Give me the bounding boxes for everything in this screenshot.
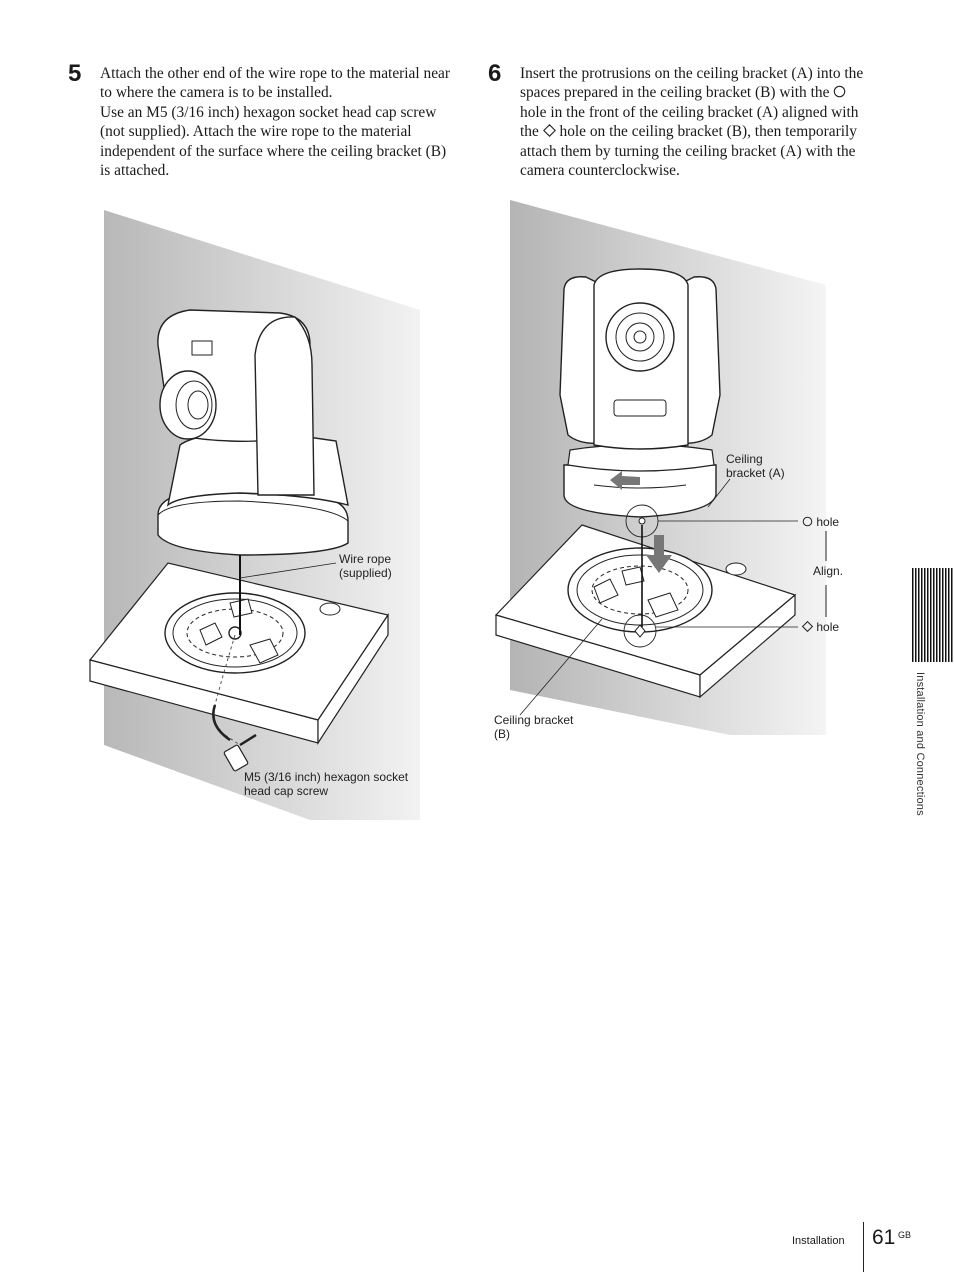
footer-divider [863,1222,864,1272]
diamond-hole-label: hole [801,620,839,634]
circle-hole-label: hole [802,515,839,529]
step-6-text-b: hole in the front of the ceiling bracket… [520,103,859,141]
wire-rope-label: Wire rope (supplied) [339,552,392,580]
footer-section-name: Installation [792,1235,845,1247]
align-label: Align. [813,564,844,578]
page-language-suffix: GB [898,1230,912,1240]
figure-wire-rope-illustration [88,210,420,820]
circle-hole-icon [834,86,846,98]
step-5-text: Attach the other end of the wire rope to… [100,64,450,180]
figure-bracket-alignment-illustration [494,200,827,735]
step-5-paragraph-2: Use an M5 (3/16 inch) hexagon socket hea… [100,103,447,180]
diamond-hole-icon [542,124,556,138]
step-5-paragraph-1: Attach the other end of the wire rope to… [100,65,450,102]
ceiling-bracket-b-label: Ceiling bracket (B) [494,713,574,741]
screw-label: M5 (3/16 inch) hexagon socket head cap s… [244,770,409,798]
step-6-text-c: hole on the ceiling bracket (B), then te… [520,123,857,180]
step-6-text-a: Insert the protrusions on the ceiling br… [520,65,864,102]
diamond-hole-icon [801,620,814,633]
circle-hole-icon [802,516,813,527]
step-6-number: 6 [488,60,502,87]
ceiling-bracket-a-label: Ceiling bracket (A) [726,452,785,480]
step-6-text: Insert the protrusions on the ceiling br… [520,64,868,180]
page-number: 61 [872,1226,896,1249]
section-tab-label: Installation and Connections [914,672,926,816]
step-5-number: 5 [68,60,82,87]
section-tab-stripes [912,568,954,662]
